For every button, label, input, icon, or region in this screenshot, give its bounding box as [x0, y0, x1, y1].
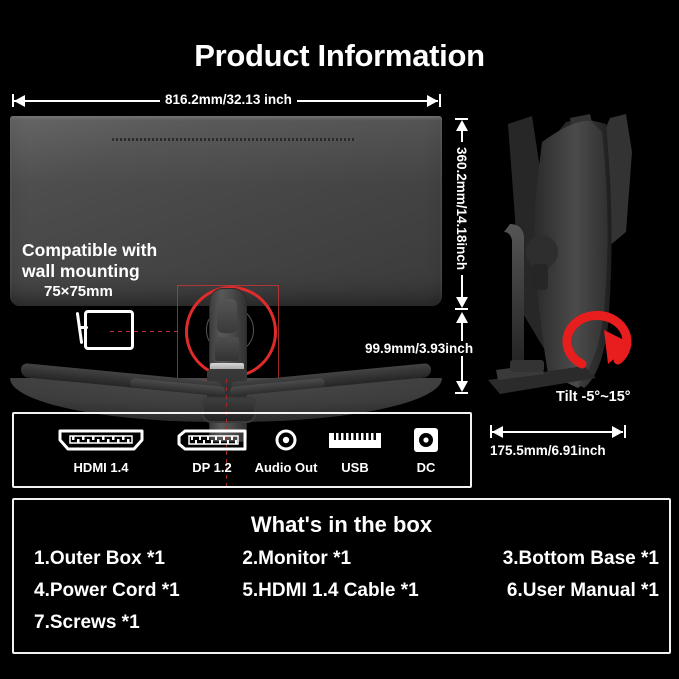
stand-foot	[202, 397, 256, 423]
side-screen-edge	[578, 120, 612, 388]
height-dimension-label: 360.2mm/14.18inch	[454, 142, 469, 276]
port-hdmi: HDMI 1.4	[36, 426, 166, 475]
ports-panel: HDMI 1.4 DP 1.2	[12, 412, 472, 488]
width-dim-cap-left	[12, 94, 14, 107]
box-item: 3.Bottom Base *1	[502, 548, 659, 569]
center-axis-line	[226, 379, 227, 489]
side-neck-mount	[532, 264, 548, 290]
wall-mount-screen	[84, 310, 134, 350]
box-item: 1.Outer Box *1	[34, 548, 165, 569]
width-dimension-label: 816.2mm/32.13 inch	[160, 92, 297, 107]
box-contents-panel: What's in the box 1.Outer Box *1 2.Monit…	[12, 498, 671, 654]
hdmi-port-icon	[36, 426, 166, 454]
width-dim-arrow-right	[427, 95, 438, 107]
depth-cap-left	[490, 425, 492, 438]
monitor-side-illustration	[486, 112, 672, 402]
vent-slot	[112, 138, 356, 141]
side-monitor-body	[534, 120, 610, 388]
wall-mount-bracket	[78, 326, 88, 329]
port-label-hdmi: HDMI 1.4	[73, 460, 129, 475]
side-stand-column	[504, 224, 524, 364]
height-dim-cap-top	[455, 118, 468, 120]
depth-dimension-label: 175.5mm/6.91inch	[490, 443, 606, 458]
box-item: 5.HDMI 1.4 Cable *1	[242, 580, 419, 601]
port-label-dc: DC	[416, 460, 436, 475]
usb-port-icon	[302, 426, 408, 454]
box-item: 7.Screws *1	[34, 612, 140, 633]
wall-mount-icon	[72, 310, 134, 350]
side-vesa-hub	[526, 235, 558, 269]
monitor-back-panel	[10, 116, 442, 306]
side-base-hub	[510, 360, 544, 372]
depth-cap-right	[624, 425, 626, 438]
port-usb: USB	[302, 426, 408, 475]
stand-neck-bracket	[215, 337, 239, 361]
side-stand-base	[488, 366, 596, 394]
box-contents-list: 1.Outer Box *1 2.Monitor *1 3.Bottom Bas…	[34, 548, 659, 634]
port-audio-out: Audio Out	[236, 426, 336, 475]
box-item: 6.User Manual *1	[506, 580, 659, 601]
page-title: Product Information	[194, 38, 485, 73]
port-label-audio-out: Audio Out	[254, 460, 318, 475]
height-dim-cap-bottom	[455, 308, 468, 310]
port-dc: DC	[386, 426, 466, 475]
monitor-back-illustration	[10, 116, 442, 489]
box-item: 4.Power Cord *1	[34, 580, 180, 601]
vesa-leader-line	[110, 331, 180, 332]
stand-height-cap-bottom	[455, 392, 468, 394]
stand-height-label: 99.9mm/3.93inch	[360, 341, 479, 356]
stand-height-arrow-bottom	[456, 381, 468, 392]
audio-jack-icon	[236, 426, 336, 454]
box-item: 2.Monitor *1	[242, 548, 352, 569]
depth-dim-line	[492, 431, 623, 433]
port-label-usb: USB	[341, 460, 369, 475]
wall-mount-line2: wall mounting	[22, 261, 140, 281]
side-view-svg	[488, 114, 632, 394]
panel-gloss	[10, 116, 442, 186]
port-label-displayport: DP 1.2	[192, 460, 232, 475]
stand-neck-slot	[217, 299, 237, 333]
height-dim-arrow-bottom	[456, 297, 468, 308]
wall-mount-spec: 75×75mm	[44, 283, 113, 300]
width-dim-cap-right	[439, 94, 441, 107]
depth-arrow-right	[612, 426, 623, 438]
displayport-port-icon	[160, 426, 264, 454]
wall-mount-text: Compatible with wall mounting	[22, 240, 157, 282]
stand-clip	[210, 363, 244, 373]
port-displayport: DP 1.2	[160, 426, 264, 475]
dc-power-icon	[386, 426, 466, 454]
tilt-arrow-head	[604, 330, 632, 364]
tilt-label: Tilt -5°~15°	[556, 389, 631, 405]
box-contents-title: What's in the box	[250, 512, 433, 537]
wall-mount-line1: Compatible with	[22, 240, 158, 260]
